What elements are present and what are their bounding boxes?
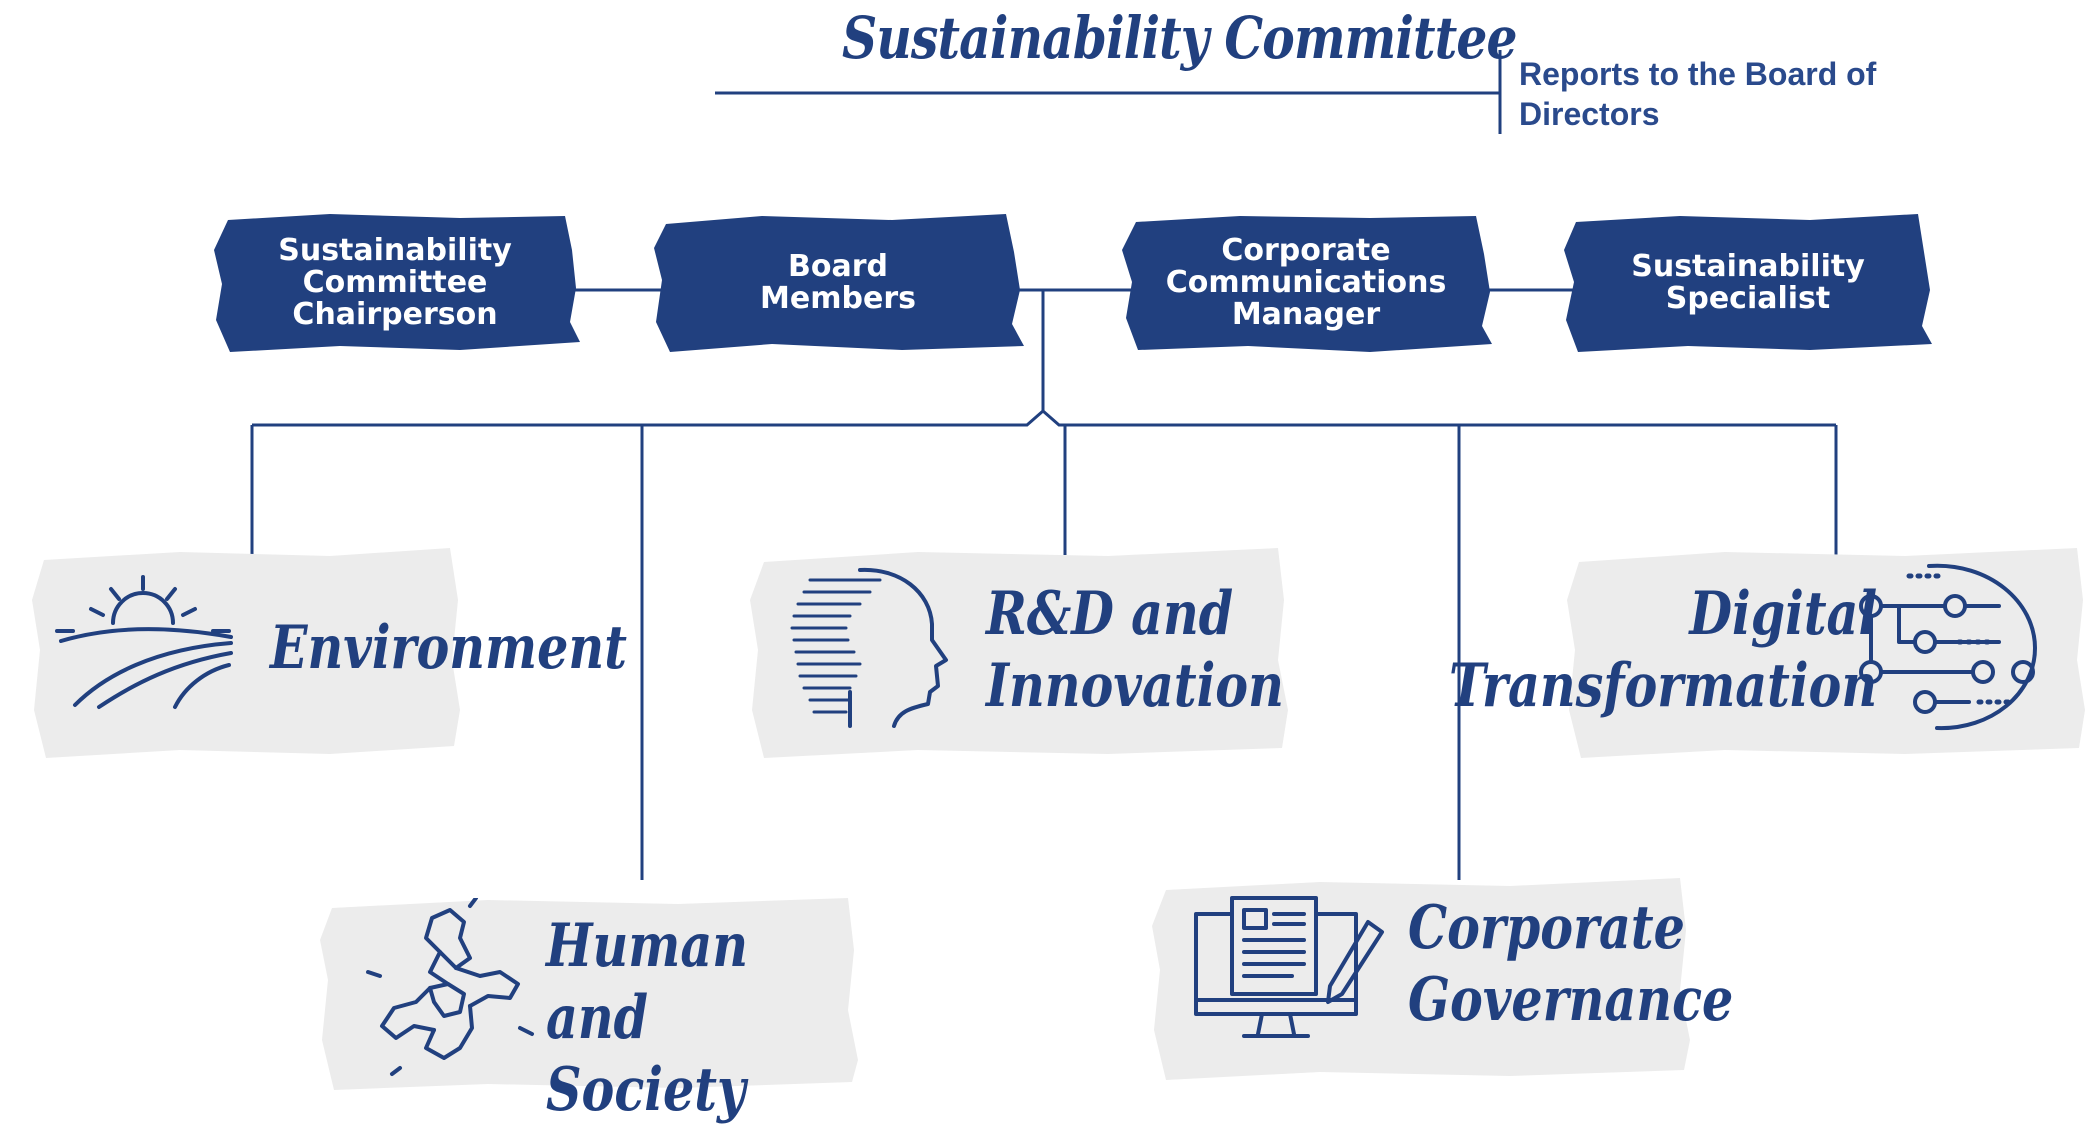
area-label: R&D and Innovation: [986, 579, 1284, 721]
role-chairperson: Sustainability Committee Chairperson: [210, 210, 580, 356]
area-label: Corporate Governance: [1408, 893, 1734, 1035]
role-label: Sustainability Committee Chairperson: [278, 233, 512, 332]
role-communications-manager: Corporate Communications Manager: [1120, 210, 1492, 356]
role-sustainability-specialist: Sustainability Specialist: [1562, 210, 1934, 356]
digital-head-icon: [790, 567, 948, 728]
area-human-society: Human and Society: [318, 890, 858, 1125]
role-label: Sustainability Specialist: [1631, 249, 1865, 316]
role-board-members: Board Members: [652, 210, 1024, 356]
reports-to-note: Reports to the Board of Directors: [1519, 56, 1877, 132]
area-label: Environment: [270, 613, 627, 683]
area-label: Human and Society: [546, 911, 748, 1125]
circuit-brain-icon: [1859, 563, 2037, 731]
page-title: Sustainability Committee: [842, 4, 1518, 72]
area-rnd-innovation: R&D and Innovation: [748, 540, 1288, 760]
area-environment: Environment: [30, 540, 627, 760]
area-digital-transformation: Digital Transformation: [1449, 540, 2085, 760]
area-corporate-governance: Corporate Governance: [1150, 870, 1733, 1080]
sunrise-landscape-icon: [55, 575, 233, 709]
monitor-document-pen-icon: [1194, 896, 1384, 1038]
role-label: Board Members: [760, 249, 916, 316]
joined-hands-icon: [366, 898, 534, 1076]
role-label: Corporate Communications Manager: [1165, 233, 1447, 332]
area-label: Digital Transformation: [1448, 579, 1877, 721]
